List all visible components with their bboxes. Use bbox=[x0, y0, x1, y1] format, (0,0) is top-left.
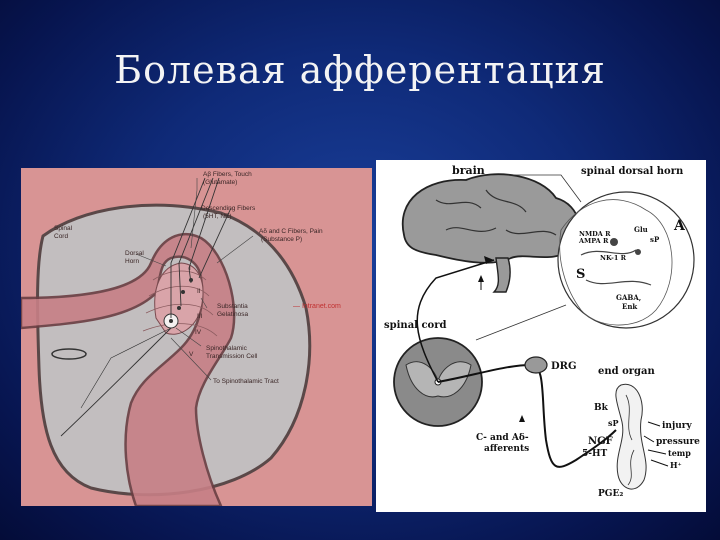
label-descending-1: Descending Fibers bbox=[201, 205, 256, 212]
label-spinal-2: Cord bbox=[54, 233, 68, 240]
pain-pathway-diagram: brain spinal dorsal horn spinal cord DRG… bbox=[376, 160, 706, 512]
label-a: A bbox=[673, 218, 686, 234]
spinal-cord-svg: Aβ Fibers, Touch (Glutamate) Descending … bbox=[19, 171, 341, 508]
label-bk: Bk bbox=[594, 403, 609, 413]
drg-ganglion bbox=[524, 356, 548, 374]
label-watermark: — Intranet.com bbox=[293, 303, 341, 310]
central-canal bbox=[51, 348, 87, 360]
pain-pathway-svg: brain spinal dorsal horn spinal cord DRG… bbox=[384, 164, 700, 499]
label-spinal-cord: spinal cord bbox=[384, 320, 446, 331]
label-pge2: PGE₂ bbox=[598, 489, 623, 499]
label-afferents-1: C- and Aδ- bbox=[476, 433, 529, 443]
label-sp-periph: sP bbox=[608, 418, 619, 428]
label-ab-fibers-1: Aβ Fibers, Touch bbox=[203, 171, 252, 178]
label-drg: DRG bbox=[551, 361, 577, 372]
lamina-ii: II bbox=[197, 288, 201, 295]
gray-matter bbox=[19, 232, 236, 508]
label-adelta-1: Aδ and C Fibers, Pain bbox=[259, 228, 323, 235]
brain-shape bbox=[401, 173, 581, 264]
label-glu: Glu bbox=[634, 225, 648, 234]
label-temp: temp bbox=[668, 448, 691, 458]
spinal-cord-diagram: Aβ Fibers, Touch (Glutamate) Descending … bbox=[19, 168, 372, 508]
dorsal-horn-inset bbox=[557, 191, 695, 329]
label-descending-2: (5HT, NE) bbox=[203, 213, 232, 220]
label-spinal-dorsal-horn: spinal dorsal horn bbox=[581, 166, 684, 177]
label-injury: injury bbox=[662, 421, 693, 431]
label-ab-fibers-2: (Glutamate) bbox=[203, 179, 237, 186]
label-ngf: NGF bbox=[588, 436, 613, 447]
label-spinothalamic-2: Transmission Cell bbox=[206, 353, 258, 360]
lamina-i: I bbox=[189, 265, 191, 272]
label-spinothalamic-1: Spinothalamic bbox=[206, 345, 248, 352]
label-nk1: NK-1 R bbox=[600, 254, 627, 262]
label-nmda: NMDA R bbox=[579, 230, 611, 238]
label-ampa: AMPA R bbox=[578, 237, 609, 245]
lamina-iii: III bbox=[197, 313, 203, 320]
label-hplus: H⁺ bbox=[670, 460, 682, 470]
label-enk: Enk bbox=[622, 302, 637, 311]
label-substantia-2: Gelatinosa bbox=[217, 311, 248, 318]
label-pressure: pressure bbox=[656, 437, 700, 447]
label-to-tract: To Spinothalamic Tract bbox=[213, 378, 279, 385]
label-5ht: 5-HT bbox=[582, 449, 608, 459]
label-afferents-2: afferents bbox=[484, 444, 529, 454]
end-organ-shape bbox=[615, 383, 647, 490]
label-sp-inset: sP bbox=[650, 235, 660, 244]
afferent-fiber bbox=[437, 363, 617, 468]
spinal-cord-outline bbox=[36, 203, 312, 497]
label-spinal-1: Spinal bbox=[54, 225, 73, 232]
label-brain: brain bbox=[452, 164, 485, 177]
label-adelta-2: (Substance P) bbox=[261, 236, 302, 243]
slide-title: Болевая афферентация bbox=[114, 48, 606, 92]
label-dorsal-2: Horn bbox=[125, 258, 139, 265]
brainstem bbox=[492, 257, 511, 293]
lamina-iv: IV bbox=[195, 329, 202, 336]
lamina-v: V bbox=[189, 351, 194, 358]
label-s: S bbox=[576, 267, 585, 282]
label-end-organ: end organ bbox=[598, 366, 656, 377]
label-substantia-1: Substantia bbox=[217, 303, 248, 310]
label-dorsal-1: Dorsal bbox=[125, 250, 144, 257]
label-gaba: GABA, bbox=[616, 293, 641, 302]
